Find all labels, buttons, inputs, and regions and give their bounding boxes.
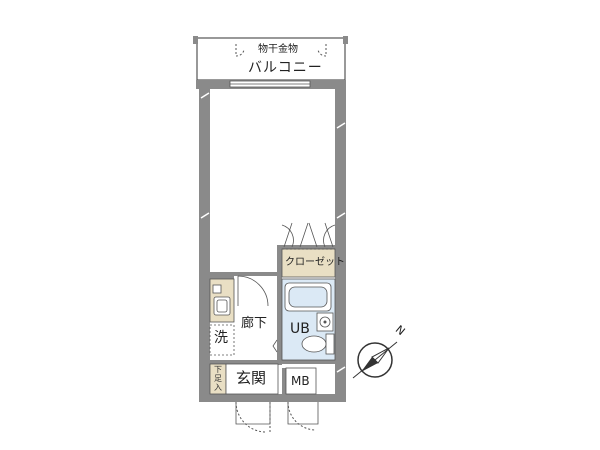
kitchen: [209, 278, 235, 323]
drying-hardware-label: 物干金物: [258, 44, 298, 55]
closet-label: クローゼット: [285, 257, 345, 268]
corridor-label: 廊下: [241, 316, 268, 331]
balcony: [193, 36, 348, 81]
shoe-cabinet-label: 下足入: [214, 365, 222, 392]
balcony-label: バルコニー: [248, 60, 323, 76]
main-room: [210, 89, 335, 249]
unit-bath-label: UB: [290, 321, 310, 337]
meter-box-door: [287, 401, 319, 431]
entrance: [225, 363, 279, 395]
laundry-label: 洗: [214, 330, 228, 346]
entrance-label: 玄関: [236, 369, 267, 387]
sink-icon: [316, 312, 334, 332]
laundry-space: [209, 324, 235, 356]
closet: [281, 222, 336, 278]
bathtub-icon: [284, 282, 332, 312]
interior-walls: [210, 245, 335, 396]
meter-box-label: MB: [291, 374, 310, 388]
meter-box: [285, 367, 317, 395]
compass-icon: [352, 341, 398, 379]
kitchen-stove-icon: [212, 284, 231, 316]
entrance-door: [235, 401, 271, 433]
corridor-door: [237, 275, 269, 307]
toilet-icon: [301, 333, 335, 355]
unit-bath: [281, 278, 336, 361]
